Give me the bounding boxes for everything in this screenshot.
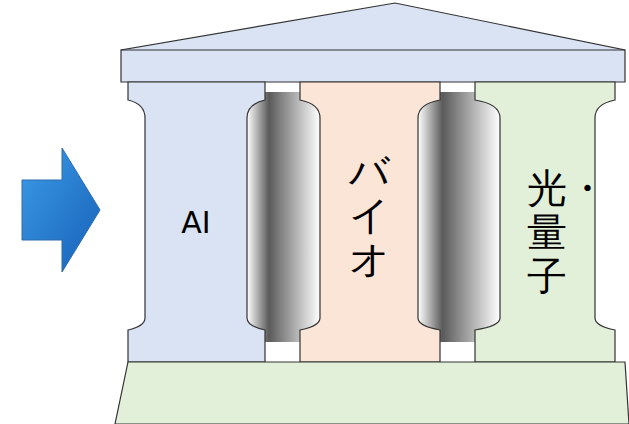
roof [121, 3, 625, 82]
base [115, 362, 629, 424]
pillar-label-box: 光・量子 [521, 160, 573, 304]
pillar-label: AI [181, 205, 210, 240]
pillar-label-box: AI [175, 199, 216, 246]
pillar-label-box: バイオ [343, 143, 395, 287]
arrow [22, 148, 100, 272]
pillar-label: バイオ [349, 149, 389, 281]
shadow [247, 92, 320, 342]
roof-line [121, 50, 625, 51]
pillar-label: 光・量子 [527, 166, 567, 298]
shadow [418, 92, 500, 342]
pillar [475, 82, 615, 362]
pillar [128, 82, 265, 362]
pillar [300, 82, 440, 362]
